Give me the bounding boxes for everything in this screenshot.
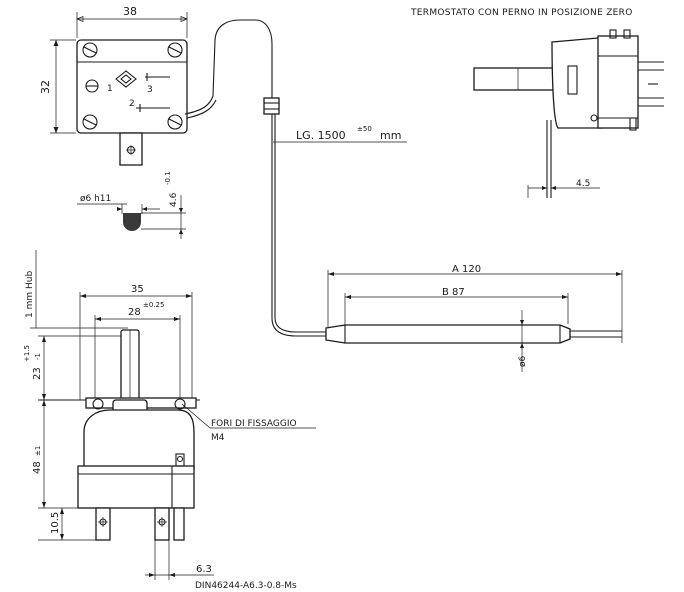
dim-body-height-tol: ±1 bbox=[34, 446, 42, 456]
dim-bulb-diameter: ø6 bbox=[518, 355, 528, 367]
dim-hole-spacing-tol: ±0.25 bbox=[143, 301, 164, 309]
dim-flat: 4.6 bbox=[169, 192, 179, 207]
capillary-tolerance: ±50 bbox=[357, 125, 372, 133]
dim-shaft-height-tol-up: +1.5 bbox=[23, 345, 31, 362]
dim-shaft-height: 23 bbox=[32, 367, 43, 380]
dim-hole-spacing: 28 bbox=[128, 307, 141, 318]
dim-flat-tol: -0.1 bbox=[164, 171, 172, 185]
capillary-length: LG. 1500 bbox=[296, 129, 346, 142]
dim-side-offset: 4.5 bbox=[576, 179, 590, 189]
dim-bulb-b: B 87 bbox=[442, 287, 465, 298]
capillary-length-callout: LG. 1500 ±50 mm bbox=[273, 125, 407, 143]
dim-shaft-diameter: ø6 h11 bbox=[80, 194, 111, 204]
side-view: 4.5 bbox=[473, 29, 664, 198]
terminal-label-2: 2 bbox=[129, 99, 135, 109]
fixing-holes-size: M4 bbox=[211, 433, 225, 443]
drawing-title: TERMOSTATO CON PERNO IN POSIZIONE ZERO bbox=[410, 8, 633, 18]
dim-base-height: 10.5 bbox=[50, 512, 61, 534]
capillary-unit: mm bbox=[380, 129, 401, 142]
front-view: 38 32 1 3 2 bbox=[39, 5, 273, 166]
dim-terminal-width: 6.3 bbox=[196, 564, 212, 575]
dim-stroke: 1 mm Hub bbox=[25, 271, 35, 318]
terminal-standard: DIN46244-A6.3-0.8-Ms bbox=[195, 581, 297, 591]
fixing-holes-label: FORI DI FISSAGGIO bbox=[211, 419, 297, 429]
terminal-label-1: 1 bbox=[107, 84, 113, 94]
fixing-holes-callout: FORI DI FISSAGGIO M4 bbox=[181, 403, 316, 443]
dim-height-32: 32 bbox=[39, 80, 52, 94]
capillary-gland bbox=[263, 97, 280, 115]
elevation-view: 1 mm Hub 35 28 ±0.25 23 +1.5 -1 bbox=[23, 250, 297, 591]
dim-bulb-a: A 120 bbox=[452, 264, 481, 275]
shaft-detail: ø6 h11 4.6 -0.1 bbox=[77, 171, 186, 239]
dim-width-35: 35 bbox=[131, 284, 144, 295]
dim-shaft-height-tol-dn: -1 bbox=[34, 353, 42, 360]
dim-body-height: 48 bbox=[32, 461, 43, 474]
dim-width-38: 38 bbox=[123, 5, 137, 18]
terminal-label-3: 3 bbox=[147, 85, 153, 95]
sensor-bulb: A 120 B 87 ø6 bbox=[325, 264, 623, 372]
